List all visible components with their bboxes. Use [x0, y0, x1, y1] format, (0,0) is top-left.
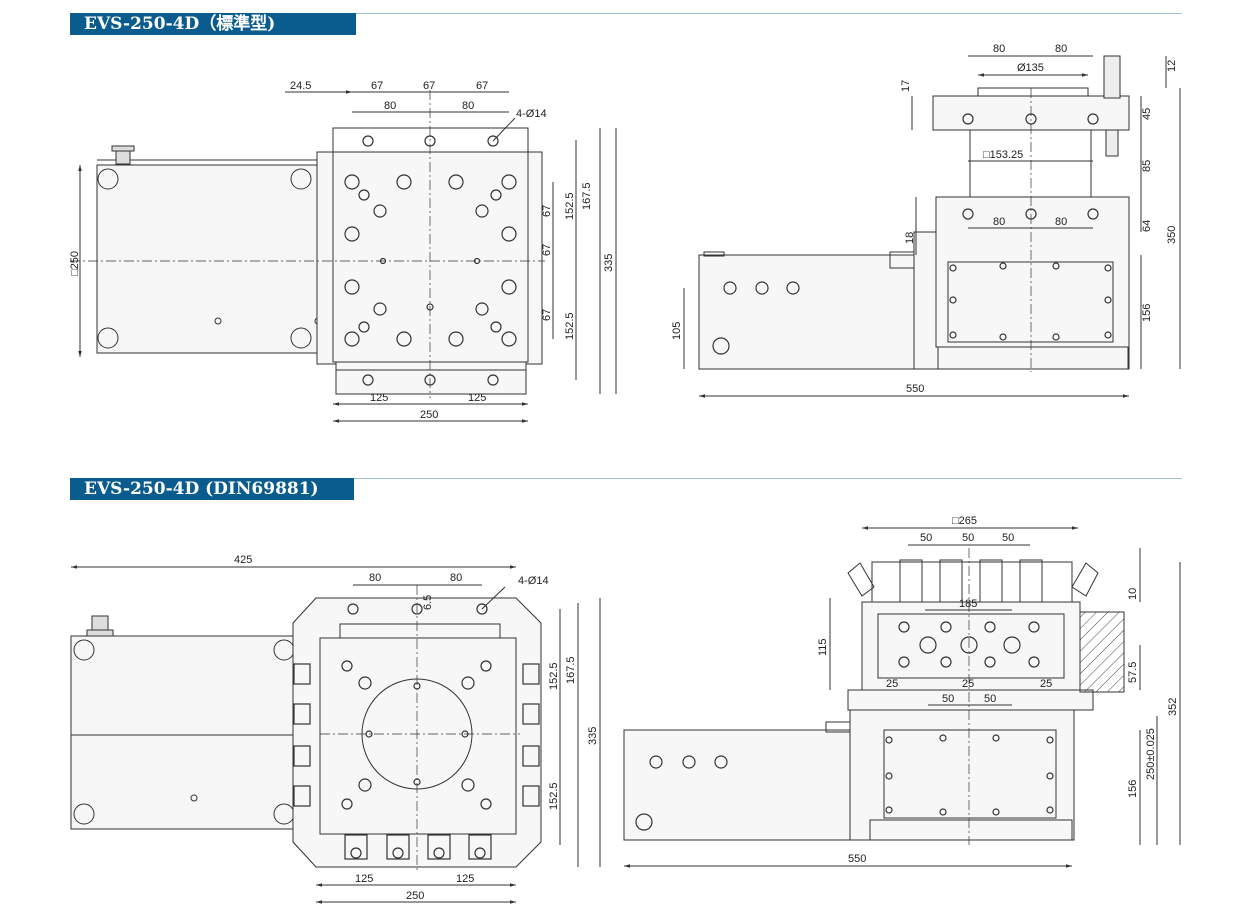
- dim-label: 64: [1141, 220, 1153, 232]
- side-view-din: [623, 526, 1181, 868]
- dim-label: 335: [603, 254, 615, 272]
- dim-label: 125: [355, 873, 373, 885]
- dim-label: 50: [942, 693, 954, 705]
- section-title-din: EVS-250-4D (DIN69881): [70, 478, 354, 500]
- dim-label: □265: [952, 515, 977, 527]
- dim-label: 50: [984, 693, 996, 705]
- dim-label: 352: [1167, 698, 1179, 716]
- top-view-din-labels: 425 80 80 4-Ø14 6.5 152.5 167.5 152.5 33…: [234, 554, 599, 902]
- dim-label: 152.5: [564, 192, 576, 220]
- dim-label: Ø135: [1017, 62, 1044, 74]
- dim-label: 250: [406, 890, 424, 902]
- dim-label: 125: [468, 392, 486, 404]
- dim-label: 185: [959, 598, 977, 610]
- dim-label: 156: [1141, 304, 1153, 322]
- dim-label: 152.5: [564, 312, 576, 340]
- side-view-standard-labels: 80 80 Ø135 12 17 45 85 64 156 350 □153.2…: [671, 43, 1178, 395]
- top-view-din: [70, 565, 601, 904]
- dim-label: 80: [462, 100, 474, 112]
- dim-label: □153.25: [983, 149, 1023, 161]
- side-view-standard: [683, 55, 1181, 398]
- dim-label: 167.5: [581, 182, 593, 210]
- dim-label: 152.5: [548, 782, 560, 810]
- dim-label: 115: [817, 638, 829, 656]
- dim-label: 67: [371, 80, 383, 92]
- dim-label: 125: [370, 392, 388, 404]
- dim-label: 10: [1127, 588, 1139, 600]
- dim-label: 50: [1002, 532, 1014, 544]
- dim-label: 550: [848, 853, 866, 865]
- dim-label: 425: [234, 554, 252, 566]
- dim-label: 45: [1141, 108, 1153, 120]
- section-divider: [354, 478, 1182, 479]
- hole-callout: 4-Ø14: [518, 575, 549, 587]
- dim-label: 50: [920, 532, 932, 544]
- dim-label: 85: [1141, 160, 1153, 172]
- dim-label: 67: [541, 244, 553, 256]
- dim-label: 17: [900, 80, 912, 92]
- dim-label: 67: [423, 80, 435, 92]
- hole-callout: 4-Ø14: [516, 108, 547, 120]
- top-view-standard-labels: 24.5 67 67 67 80 80 4-Ø14 152.5 167.5 67…: [69, 80, 615, 421]
- dim-label: □250: [69, 251, 81, 276]
- dim-label: 350: [1166, 226, 1178, 244]
- top-view-standard: [70, 90, 617, 423]
- dim-label: 80: [1055, 43, 1067, 55]
- dim-label: 250: [420, 409, 438, 421]
- dim-label: 25: [1040, 678, 1052, 690]
- dim-label: 550: [906, 383, 924, 395]
- dim-label: 67: [541, 309, 553, 321]
- dim-label: 152.5: [548, 662, 560, 690]
- dim-label: 12: [1166, 60, 1178, 72]
- dim-label: 156: [1127, 780, 1139, 798]
- dim-label: 80: [450, 572, 462, 584]
- dim-label: 25: [962, 678, 974, 690]
- dim-label: 250±0.025: [1145, 728, 1157, 780]
- dim-label: 167.5: [565, 656, 577, 684]
- dim-label: 80: [1055, 216, 1067, 228]
- dim-label: 105: [671, 322, 683, 340]
- dim-label: 80: [369, 572, 381, 584]
- dim-label: 335: [587, 727, 599, 745]
- dim-label: 6.5: [422, 595, 434, 610]
- dim-label: 24.5: [290, 80, 311, 92]
- side-view-din-labels: □265 50 50 50 185 10 115 25 25 25 50 50 …: [817, 515, 1179, 865]
- dim-label: 25: [886, 678, 898, 690]
- dim-label: 125: [456, 873, 474, 885]
- dim-label: 80: [993, 43, 1005, 55]
- dim-label: 80: [993, 216, 1005, 228]
- section-title-standard: EVS-250-4D（標準型): [70, 13, 356, 35]
- dim-label: 57.5: [1127, 662, 1139, 683]
- dim-label: 80: [384, 100, 396, 112]
- section-divider: [356, 13, 1182, 14]
- dim-label: 67: [541, 205, 553, 217]
- dim-label: 50: [962, 532, 974, 544]
- dim-label: 18: [904, 232, 916, 244]
- dim-label: 67: [476, 80, 488, 92]
